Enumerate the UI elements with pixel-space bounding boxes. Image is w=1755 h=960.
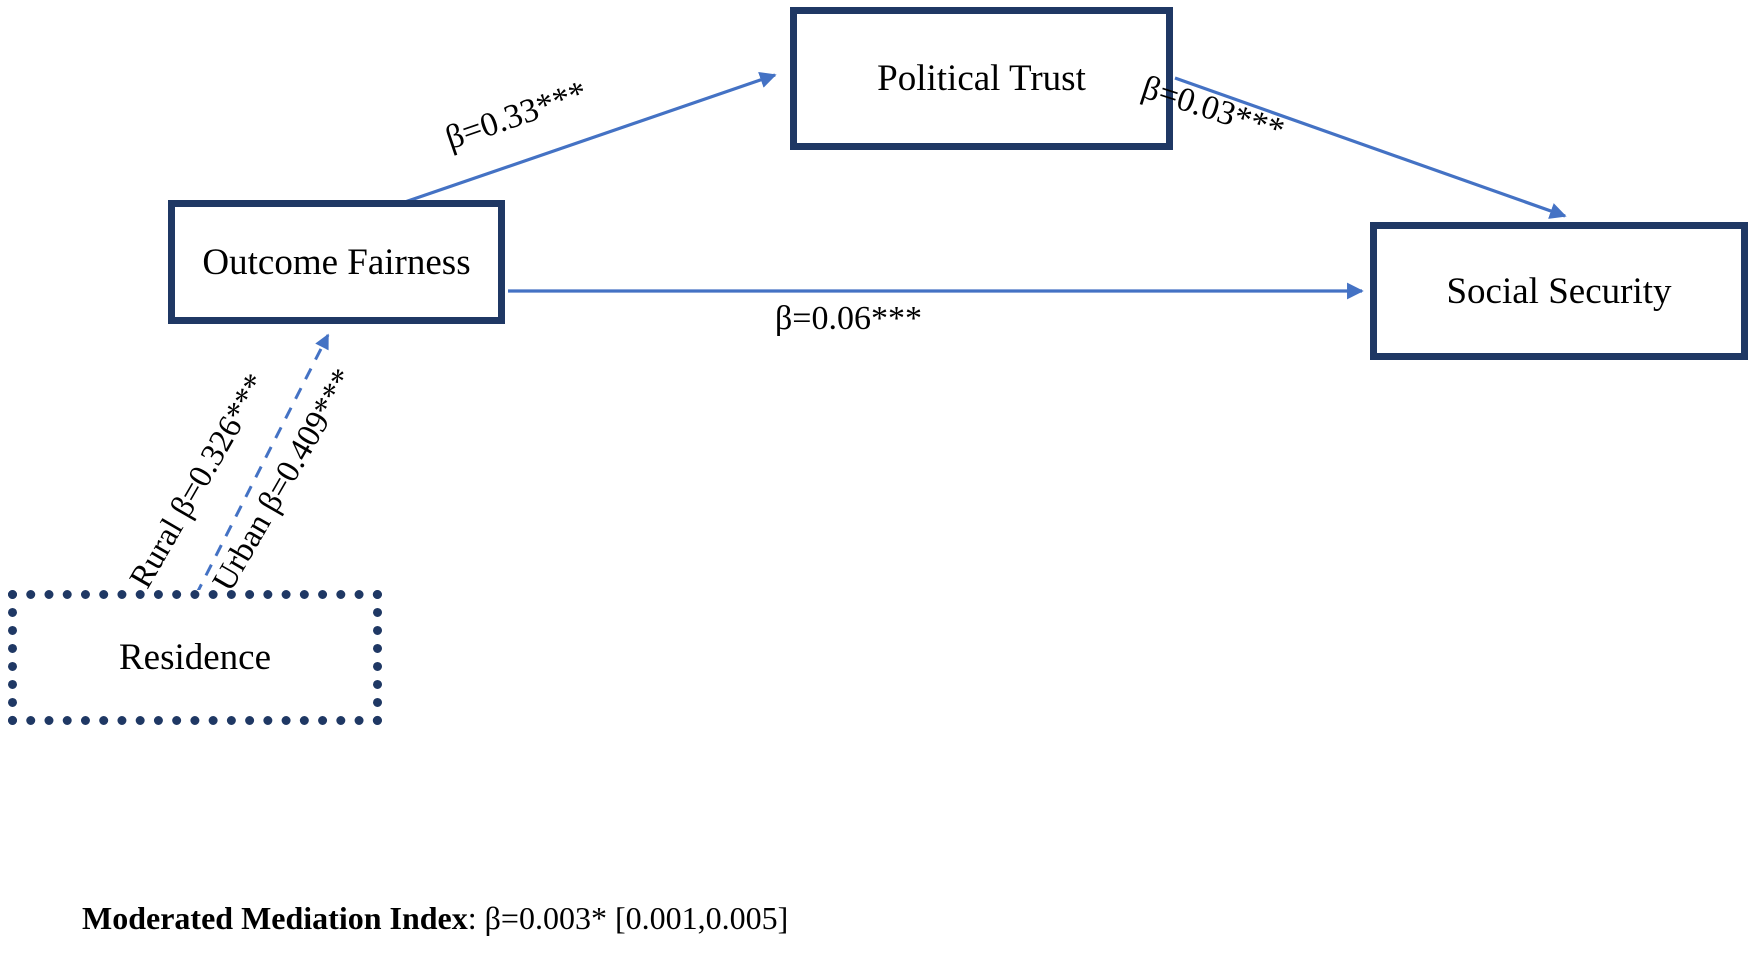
node-political-trust[interactable]: Political Trust [790,7,1173,150]
moderated-mediation-index-label: Moderated Mediation Index [82,900,468,936]
node-outcome-fairness-label: Outcome Fairness [202,241,471,283]
node-outcome-fairness[interactable]: Outcome Fairness [168,200,505,324]
arrow-political-trust-to-social-security [1174,76,1567,219]
node-social-security[interactable]: Social Security [1370,222,1748,360]
arrow-residence-to-outcome-fairness [194,333,330,596]
moderated-mediation-index-note: Moderated Mediation Index: β=0.003* [0.0… [82,900,788,937]
path-label-outcome-fairness-to-social-security: β=0.06*** [775,300,922,337]
node-political-trust-label: Political Trust [877,58,1086,99]
node-residence[interactable]: Residence [8,590,382,725]
node-residence-label: Residence [118,637,272,678]
node-social-security-label: Social Security [1446,270,1672,312]
moderated-mediation-index-value: : β=0.003* [0.001,0.005] [467,900,789,936]
